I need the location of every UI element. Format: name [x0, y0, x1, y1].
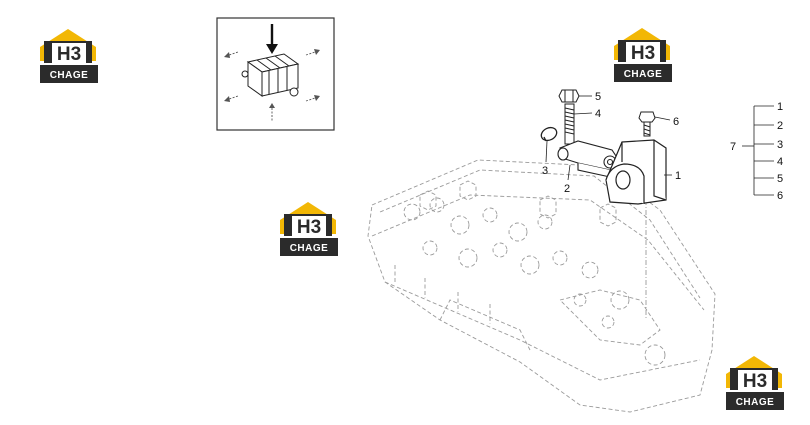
cap-nut: [558, 89, 580, 103]
callout-6: 6: [673, 116, 679, 128]
logo-bottom-text: CHAGE: [50, 70, 89, 81]
retaining-ring: [540, 126, 558, 142]
legend-item-5: 5: [777, 173, 783, 185]
logo-mark: H3 CHAGE: [280, 202, 338, 256]
logo-mark: H3 CHAGE: [40, 29, 98, 83]
logo-top-text: H3: [57, 44, 81, 65]
legend-group-label: 7: [730, 141, 736, 153]
logo-mark: H3 CHAGE: [726, 356, 784, 410]
assembly-legend: [742, 105, 774, 196]
engine-icon: [241, 53, 300, 97]
logo-bottom-text: CHAGE: [290, 243, 329, 254]
bolt: [638, 111, 656, 137]
rocker-bracket: [605, 139, 667, 205]
logo-mark: H3 CHAGE: [614, 28, 672, 82]
logo-bottom-text: CHAGE: [624, 69, 663, 80]
callout-4: 4: [595, 108, 601, 120]
threaded-stud: [564, 103, 575, 145]
legend-item-6: 6: [777, 190, 783, 202]
callout-2: 2: [564, 183, 570, 195]
logo-bottom-text: CHAGE: [736, 397, 775, 408]
watermark-logo: H3 CHAGE: [612, 26, 674, 88]
orientation-inset: [216, 17, 335, 131]
watermark-logo: H3 CHAGE: [724, 354, 786, 416]
callout-leaders: [545, 95, 672, 181]
callout-3: 3: [542, 165, 548, 177]
logo-top-text: H3: [631, 43, 655, 64]
legend-item-1: 1: [777, 101, 783, 113]
legend-item-4: 4: [777, 156, 783, 168]
logo-top-text: H3: [743, 371, 767, 392]
callout-1: 1: [675, 170, 681, 182]
watermark-logo: H3 CHAGE: [38, 27, 100, 89]
logo-top-text: H3: [297, 217, 321, 238]
watermark-logo: H3 CHAGE: [278, 200, 340, 262]
legend-item-2: 2: [777, 120, 783, 132]
arrow-heads: [224, 49, 320, 108]
cylinder-head-outline: [367, 159, 716, 413]
rocker-arm: [557, 140, 621, 178]
legend-item-3: 3: [777, 139, 783, 151]
callout-5: 5: [595, 91, 601, 103]
